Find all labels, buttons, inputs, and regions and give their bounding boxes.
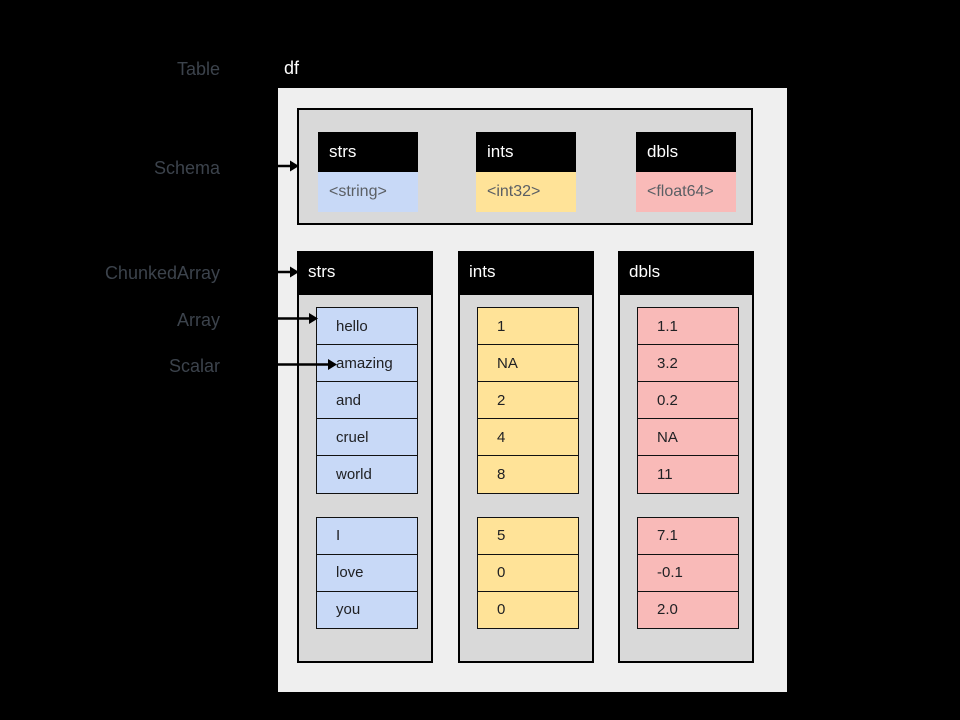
array-cell: 2 — [477, 381, 579, 420]
table-name: df — [284, 58, 300, 78]
schema-field-dbls: dbls<float64> — [636, 132, 736, 212]
array-cell: I — [316, 516, 418, 555]
column-header: ints — [458, 251, 594, 293]
label-array: Array — [176, 310, 220, 330]
array-cell: 5 — [477, 516, 579, 555]
array-cell: 3.2 — [637, 344, 739, 383]
array-cell: 0.2 — [637, 381, 739, 420]
array-cell: hello — [316, 307, 418, 346]
array-cell: world — [316, 455, 418, 494]
array-cell: 11 — [637, 455, 739, 494]
schema-field-name: dbls — [636, 132, 736, 172]
label-chunkedarray: ChunkedArray — [104, 263, 220, 283]
array-cell: NA — [477, 344, 579, 383]
array-cell: -0.1 — [637, 553, 739, 592]
column-header: dbls — [618, 251, 754, 293]
label-schema: Schema — [153, 158, 220, 178]
array-cell: amazing — [316, 344, 418, 383]
array-cell: NA — [637, 418, 739, 457]
schema-field-type: <string> — [318, 172, 418, 212]
array-cell: 8 — [477, 455, 579, 494]
column-header: strs — [297, 251, 433, 293]
array-cell: you — [316, 590, 418, 629]
schema-field-name: ints — [476, 132, 576, 172]
schema-field-type: <int32> — [476, 172, 576, 212]
array-cell: 2.0 — [637, 590, 739, 629]
array-cell: love — [316, 553, 418, 592]
schema-field-type: <float64> — [636, 172, 736, 212]
array-cell: 4 — [477, 418, 579, 457]
table-box: strs<string>ints<int32>dbls<float64> str… — [278, 88, 787, 692]
schema-field-ints: ints<int32> — [476, 132, 576, 212]
label-table: Table — [176, 59, 220, 79]
label-scalar: Scalar — [168, 356, 220, 376]
schema-box: strs<string> ints<int32> dbls<float64> — [297, 108, 753, 225]
schema-field-strs: strs<string> — [318, 132, 418, 212]
schema-field-name: strs — [318, 132, 418, 172]
array-cell: 0 — [477, 553, 579, 592]
array-cell: 1.1 — [637, 307, 739, 346]
array-cell: 1 — [477, 307, 579, 346]
array-cell: 7.1 — [637, 516, 739, 555]
array-cell: 0 — [477, 590, 579, 629]
array-cell: and — [316, 381, 418, 420]
array-cell: cruel — [316, 418, 418, 457]
